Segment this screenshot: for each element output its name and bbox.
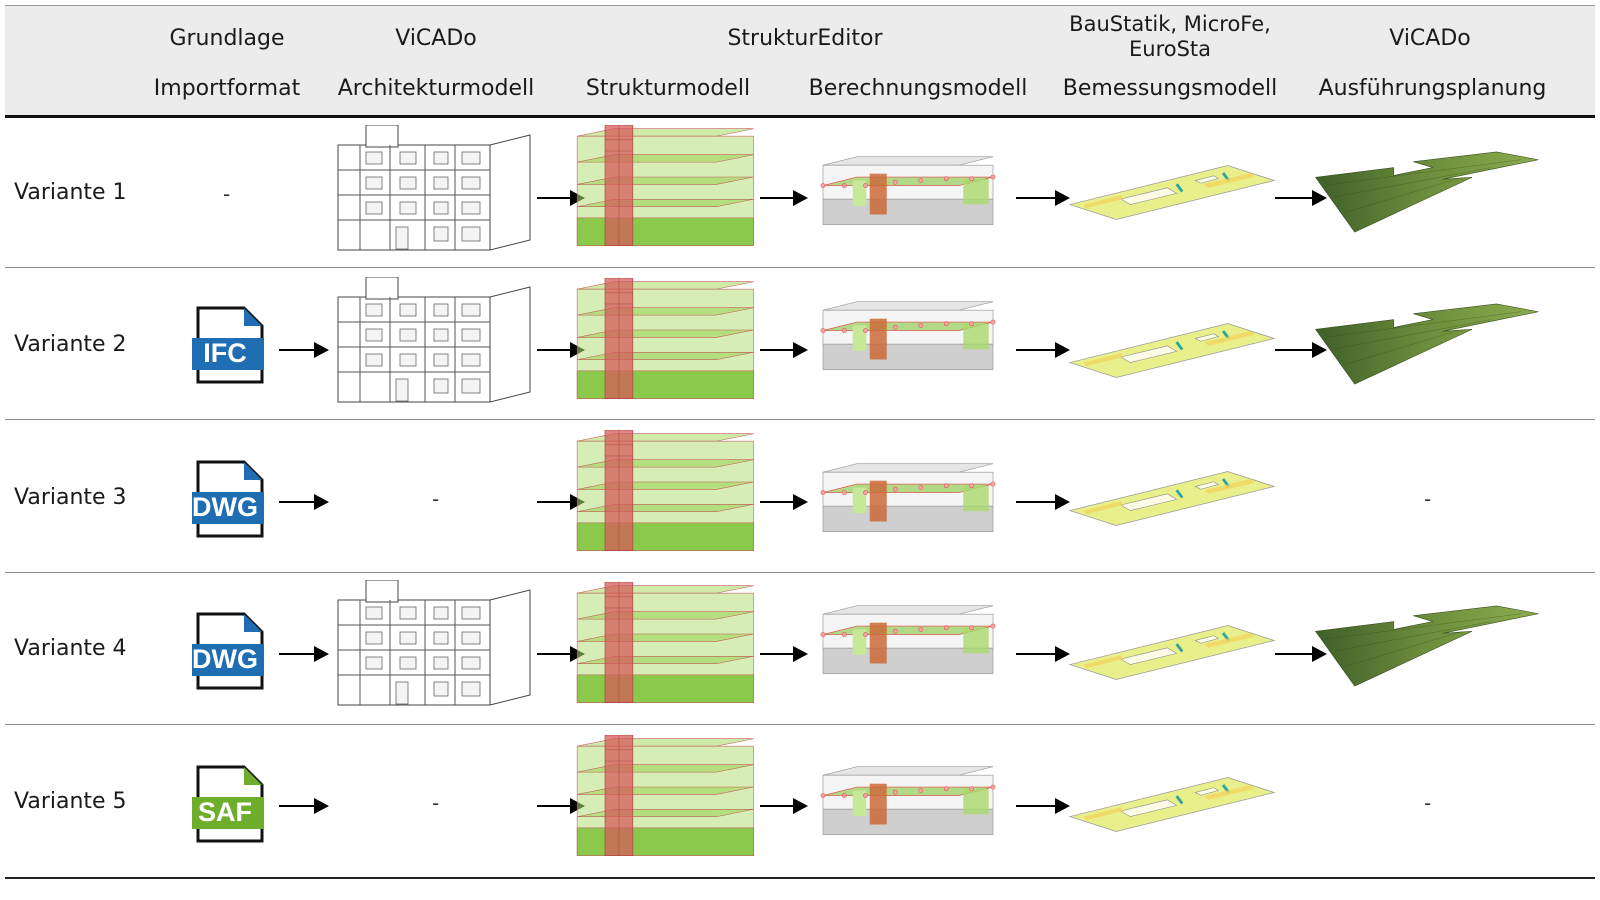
arrow-icon — [1016, 494, 1070, 510]
building-wireframe-icon — [330, 125, 540, 265]
document-icon — [190, 612, 264, 690]
analysis-model-icon — [803, 155, 1013, 240]
bottom-rule — [5, 877, 1595, 879]
file-format-label: SAF — [198, 797, 252, 827]
document-icon — [190, 306, 264, 384]
row-label: Variante 2 — [14, 332, 127, 357]
format-placeholder: - — [223, 182, 231, 206]
file-format-label: IFC — [203, 338, 247, 368]
file-format-label: DWG — [192, 492, 258, 522]
row-separator-3 — [5, 572, 1595, 573]
structural-model-icon — [575, 430, 765, 560]
building-wireframe-icon — [330, 580, 540, 720]
arrow-icon — [279, 342, 329, 358]
saf-file-icon: SAF — [190, 765, 272, 845]
arrow-icon — [1275, 190, 1327, 206]
design-slab-icon — [1058, 772, 1286, 837]
arrow-icon — [279, 798, 329, 814]
header-tool-strukturEditor: StrukturEditor — [727, 26, 883, 51]
arrow-icon — [279, 494, 329, 510]
ifc-file-icon: IFC — [190, 306, 272, 386]
analysis-model-icon — [803, 604, 1013, 689]
top-rule — [5, 5, 1595, 6]
arrow-icon — [1016, 798, 1070, 814]
design-slab-icon — [1058, 160, 1286, 225]
file-format-label: DWG — [192, 644, 258, 674]
reinforcement-plan-icon — [1313, 602, 1543, 690]
architektur-placeholder: - — [432, 791, 440, 815]
reinforcement-plan-icon — [1313, 300, 1543, 388]
architektur-placeholder: - — [432, 487, 440, 511]
header-model-ausfuehrungsplanung: Ausführungsplanung — [1318, 76, 1547, 101]
arrow-icon — [760, 646, 808, 662]
analysis-model-icon — [803, 765, 1013, 850]
dwg-file-icon: DWG — [190, 460, 272, 540]
row-separator-2 — [5, 419, 1595, 420]
arrow-icon — [760, 798, 808, 814]
reinforcement-plan-icon — [1313, 148, 1543, 236]
arrow-icon — [1016, 646, 1070, 662]
header-tool-vicado-2: ViCADo — [1389, 26, 1471, 51]
arrow-icon — [760, 342, 808, 358]
arrow-icon — [1275, 646, 1327, 662]
header-tool-vicado: ViCADo — [395, 26, 477, 51]
arrow-icon — [1275, 342, 1327, 358]
document-icon — [190, 765, 264, 843]
row-label: Variante 3 — [14, 485, 127, 510]
arrow-icon — [1016, 342, 1070, 358]
design-slab-icon — [1058, 466, 1286, 531]
building-wireframe-icon — [330, 277, 540, 417]
arrow-icon — [760, 190, 808, 206]
structural-model-icon — [575, 278, 765, 408]
row-separator-1 — [5, 267, 1595, 268]
arrow-icon — [1016, 190, 1070, 206]
table-header: Grundlage Importformat ViCADo Architektu… — [5, 6, 1595, 116]
header-model-architekturmodell: Architekturmodell — [337, 76, 535, 101]
header-model-berechnungsmodell: Berechnungsmodell — [808, 76, 1028, 101]
row-separator-4 — [5, 724, 1595, 725]
header-model-importformat: Importformat — [153, 76, 301, 101]
row-label: Variante 4 — [14, 636, 127, 661]
analysis-model-icon — [803, 462, 1013, 547]
header-model-strukturmodell: Strukturmodell — [585, 76, 751, 101]
design-slab-icon — [1058, 620, 1286, 685]
header-rule — [5, 115, 1595, 118]
arrow-icon — [279, 646, 329, 662]
row-label: Variante 1 — [14, 180, 127, 205]
header-tool-grundlage: Grundlage — [169, 26, 285, 51]
analysis-model-icon — [803, 300, 1013, 385]
row-label: Variante 5 — [14, 789, 127, 814]
dwg-file-icon: DWG — [190, 612, 272, 692]
structural-model-icon — [575, 582, 765, 712]
ausfuehrung-placeholder: - — [1424, 487, 1432, 511]
header-model-bemessungsmodell: Bemessungsmodell — [1062, 76, 1278, 101]
header-tool-baustatik: BauStatik, MicroFe, EuroSta — [1069, 12, 1271, 61]
ausfuehrung-placeholder: - — [1424, 791, 1432, 815]
document-icon — [190, 460, 264, 538]
structural-model-icon — [575, 735, 765, 865]
arrow-icon — [760, 494, 808, 510]
structural-model-icon — [575, 125, 765, 255]
design-slab-icon — [1058, 318, 1286, 383]
